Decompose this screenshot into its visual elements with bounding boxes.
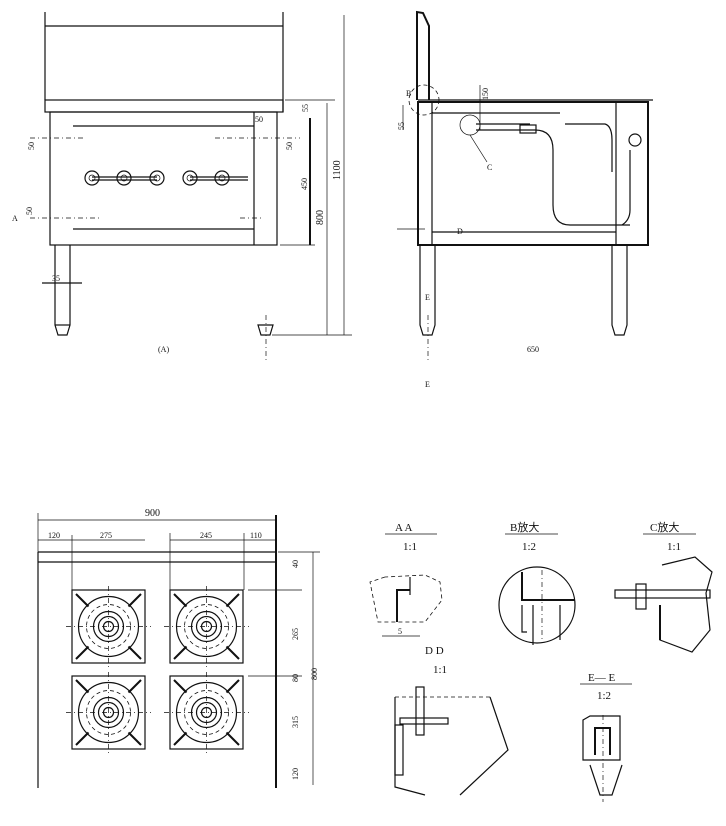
dim-right-side: 50 (285, 142, 294, 150)
dim-panel-height: 450 (300, 178, 309, 190)
dim-left-upper: 50 (27, 142, 36, 150)
dim-burner-width-right: 245 (200, 531, 212, 540)
burners (66, 586, 249, 753)
mark-c: C (487, 163, 492, 172)
mark-b: B (406, 89, 411, 98)
dim-side-rail: 55 (397, 122, 406, 130)
leg-left (54, 245, 71, 336)
detail-aa-scale: 1:1 (403, 541, 417, 553)
detail-b: B放大 1:2 (498, 520, 576, 645)
dim-right-upper: 50 (255, 115, 263, 124)
mark-e-bottom: E (425, 380, 430, 389)
detail-dd-scale: 1:1 (433, 664, 447, 676)
dim-back-rail: 40 (291, 560, 300, 568)
dim-overall-height: 1100 (332, 160, 343, 180)
detail-c-title: C放大 (650, 520, 679, 534)
knob (182, 170, 198, 186)
detail-b-scale: 1:2 (522, 541, 536, 553)
side-view-label: 650 (527, 345, 539, 354)
knob (84, 170, 100, 186)
dim-top-rail: 55 (301, 104, 310, 112)
mark-d: D (457, 227, 463, 236)
dim-front: 120 (291, 768, 300, 780)
backsplash (416, 10, 430, 100)
dim-left-margin: 120 (48, 531, 60, 540)
detail-ee-scale: 1:2 (597, 690, 611, 702)
leg-front (419, 245, 436, 336)
front-view-label: (A) (158, 345, 169, 354)
dim-leg: 35 (52, 274, 60, 283)
dim-left-lower: 50 (25, 207, 34, 215)
section-mark-a: A (12, 214, 18, 223)
detail-ee-title: E— E (588, 672, 615, 684)
detail-aa-dim: 5 (398, 627, 402, 636)
top-rail (44, 99, 284, 113)
control-knobs (84, 170, 248, 186)
knob (116, 170, 132, 186)
knob (214, 170, 230, 186)
body-panel (49, 111, 278, 246)
detail-c-circle (459, 114, 481, 136)
dim-overall-depth: 800 (310, 668, 319, 680)
dim-side-upper: 150 (481, 88, 490, 100)
dim-upper-burner: 265 (291, 628, 300, 640)
detail-b-title: B放大 (510, 520, 539, 534)
detail-dd-title: D D (425, 645, 444, 657)
side-view: 55 150 D C B E E 650 (397, 10, 653, 389)
detail-b-circle (408, 84, 440, 116)
mark-e-top: E (425, 293, 430, 302)
detail-c-scale: 1:1 (667, 541, 681, 553)
detail-ee: E— E 1:2 (580, 672, 632, 802)
dim-body-height: 800 (315, 210, 326, 225)
side-body (417, 101, 649, 246)
foot-right (257, 324, 274, 336)
dim-right-margin: 110 (250, 531, 262, 540)
detail-aa-title: A A (395, 522, 412, 534)
dim-burner-width-left: 275 (100, 531, 112, 540)
detail-dd: D D 1:1 (394, 645, 509, 796)
front-view: 1100 800 450 55 50 50 50 50 35 A (A) (12, 12, 352, 360)
dim-lower-burner: 315 (291, 716, 300, 728)
detail-aa: A A 1:1 5 (369, 522, 443, 637)
detail-c: C放大 1:1 (614, 520, 713, 653)
top-view: 900 120 275 245 110 40 265 80 315 120 80… (37, 508, 320, 788)
dim-gap: 80 (291, 674, 300, 682)
knob (149, 170, 165, 186)
leg-back (611, 245, 628, 336)
dim-overall-width: 900 (145, 508, 160, 519)
